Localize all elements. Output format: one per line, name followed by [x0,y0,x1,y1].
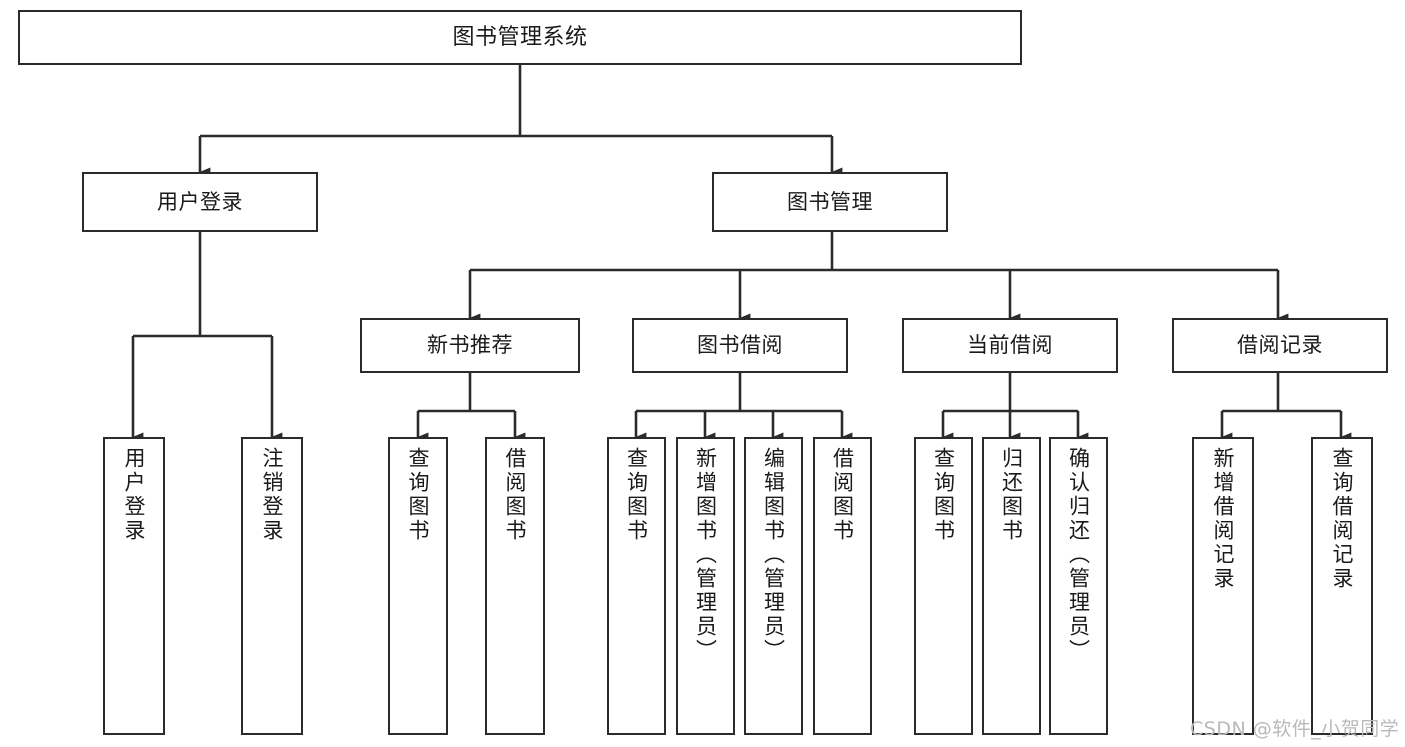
node-user-login[interactable]: 用户登录 [82,172,318,232]
node-book-management-label: 图书管理 [787,189,873,214]
node-leaf-confirm-return-label: 确认归还（管理员） [1066,447,1091,663]
node-leaf-add-book[interactable]: 新增图书（管理员） [676,437,735,735]
node-book-borrow[interactable]: 图书借阅 [632,318,848,373]
node-leaf-query-record[interactable]: 查询借阅记录 [1311,437,1373,735]
node-leaf-query-book-3[interactable]: 查询图书 [914,437,973,735]
node-leaf-borrow-book-1[interactable]: 借阅图书 [485,437,545,735]
node-leaf-query-book-3-label: 查询图书 [931,447,956,543]
node-leaf-add-book-label: 新增图书（管理员） [693,447,718,663]
node-leaf-query-book-1-label: 查询图书 [406,447,431,543]
node-leaf-confirm-return[interactable]: 确认归还（管理员） [1049,437,1108,735]
node-leaf-logout[interactable]: 注销登录 [241,437,303,735]
node-book-management[interactable]: 图书管理 [712,172,948,232]
watermark-text: CSDN @软件_小贺同学 [1190,718,1400,740]
node-leaf-user-login[interactable]: 用户登录 [103,437,165,735]
node-leaf-edit-book[interactable]: 编辑图书（管理员） [744,437,803,735]
node-leaf-edit-book-label: 编辑图书（管理员） [761,447,786,663]
node-leaf-add-record-label: 新增借阅记录 [1211,447,1236,591]
node-leaf-add-record[interactable]: 新增借阅记录 [1192,437,1254,735]
node-leaf-borrow-book-2[interactable]: 借阅图书 [813,437,872,735]
node-leaf-query-book-2[interactable]: 查询图书 [607,437,666,735]
node-leaf-query-book-2-label: 查询图书 [624,447,649,543]
node-leaf-return-book[interactable]: 归还图书 [982,437,1041,735]
node-leaf-return-book-label: 归还图书 [999,447,1024,543]
node-current-borrow-label: 当前借阅 [967,333,1053,358]
node-leaf-borrow-book-2-label: 借阅图书 [830,447,855,543]
node-leaf-query-book-1[interactable]: 查询图书 [388,437,448,735]
node-root-system[interactable]: 图书管理系统 [18,10,1022,65]
node-new-book-recommend[interactable]: 新书推荐 [360,318,580,373]
node-leaf-query-record-label: 查询借阅记录 [1330,447,1355,591]
node-borrow-record-label: 借阅记录 [1237,333,1323,358]
node-book-borrow-label: 图书借阅 [697,333,783,358]
node-leaf-user-login-label: 用户登录 [122,447,147,543]
node-borrow-record[interactable]: 借阅记录 [1172,318,1388,373]
node-leaf-borrow-book-1-label: 借阅图书 [503,447,528,543]
node-current-borrow[interactable]: 当前借阅 [902,318,1118,373]
node-root-system-label: 图书管理系统 [452,24,588,50]
node-leaf-logout-label: 注销登录 [260,447,285,543]
node-user-login-label: 用户登录 [157,189,243,214]
node-new-book-recommend-label: 新书推荐 [427,333,513,358]
